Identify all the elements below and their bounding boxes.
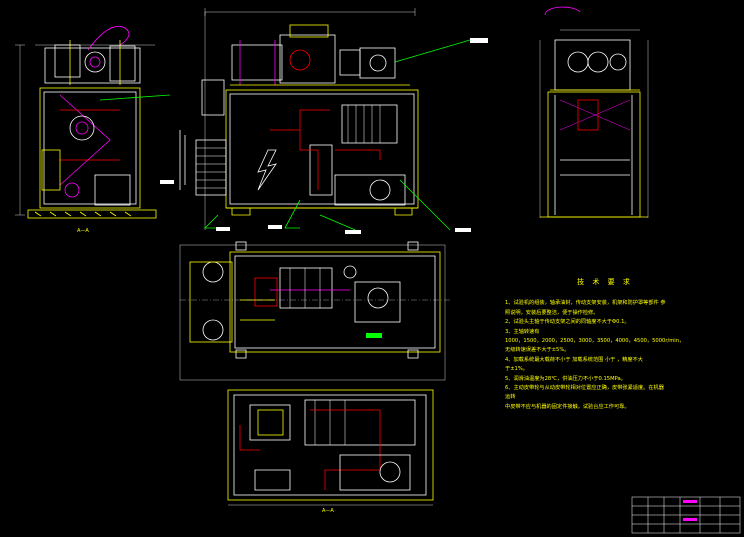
side-view-label: A—A — [77, 228, 89, 234]
top-plan-view — [179, 241, 450, 381]
bottom-plan-view — [227, 389, 434, 506]
technical-requirements: 技 术 要 求 1、试验机的组装，轴承油封，传动支架安装，机架和防护罩等部件 参… — [505, 278, 735, 412]
requirement-line: 无级转速误差不大于±5%。 — [505, 347, 570, 354]
requirement-line: 1、试验机的组装，轴承油封，传动支架安装，机架和防护罩等部件 参 — [505, 300, 666, 307]
requirement-line: 于±1%。 — [505, 366, 528, 373]
right-side-view — [539, 6, 649, 218]
requirement-line: 照说明，安装后要整洁，便于操作检修。 — [505, 309, 599, 316]
technical-requirements-title: 技 术 要 求 — [577, 278, 633, 286]
requirement-line: 中皮带不应与机器的固定件接触，试验台应工作可靠。 — [505, 403, 630, 410]
front-elevation-view — [179, 8, 488, 234]
bottom-plan-label: A—A — [322, 508, 334, 514]
requirement-line: 5、润滑油温度为28℃，供油压力不小于0.15MPa。 — [505, 375, 626, 382]
requirement-line: 6、主动皮带轮与从动皮带轮相对位置应正确，皮带张紧适度。在机器 — [505, 385, 664, 392]
left-side-view — [15, 25, 174, 219]
title-block — [631, 496, 741, 534]
requirement-line: 2、试验头主轴于传动支架之间的同轴度不大于Φ0.1。 — [505, 319, 630, 326]
requirement-line: 1000，1500，2000，2500，3000，3500，4000，4500，… — [505, 338, 685, 345]
requirement-line: 运转 — [505, 394, 516, 401]
requirement-line: 4、加载系统最大载荷不小于 加载系统范围 小于 ，精度不大 — [505, 356, 643, 363]
requirement-line: 3、主轴转速有 — [505, 328, 540, 335]
